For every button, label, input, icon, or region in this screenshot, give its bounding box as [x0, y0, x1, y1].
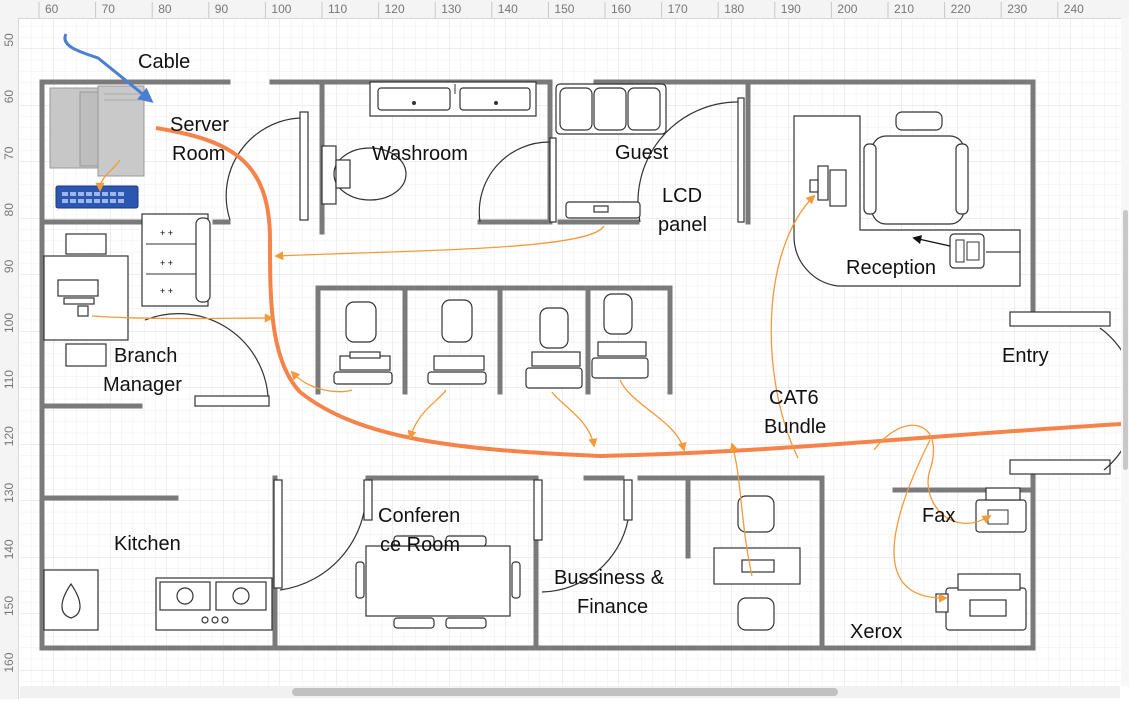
svg-text:+ +: + + — [160, 286, 173, 296]
fax-label: Fax — [922, 505, 955, 527]
guest-sofa-icon — [555, 83, 667, 135]
ruler-top-tick-label: 130 — [441, 2, 461, 16]
ruler-left-tick-label: 120 — [2, 426, 16, 446]
ruler-top — [0, 0, 1129, 19]
manager-desk-icon — [43, 233, 129, 367]
stove-icon — [155, 577, 273, 631]
kitchen-label: Kitchen — [114, 533, 181, 555]
ruler-left-tick-label: 80 — [2, 203, 16, 217]
lcd-panel-label: LCD — [662, 185, 702, 207]
lcd-panel-icon[interactable] — [565, 201, 641, 219]
ruler-left-tick-label: 150 — [2, 596, 16, 616]
washroom-label: Washroom — [372, 143, 468, 165]
toilet-icon — [321, 145, 407, 205]
conference-room-label: Conferen — [378, 505, 460, 527]
network-switch-icon[interactable] — [55, 185, 139, 209]
workstation-icon[interactable] — [591, 293, 649, 379]
workstation-icon[interactable] — [333, 301, 393, 385]
reception-label: Reception — [846, 257, 936, 279]
entry-label: Entry — [1002, 345, 1049, 367]
room-labels: Cable Server Room Washroom Guest LCD pan… — [103, 51, 1049, 643]
ruler-top-tick-label: 140 — [498, 2, 518, 16]
ruler-top-tick-label: 150 — [554, 2, 574, 16]
ruler-top-tick-label: 180 — [724, 2, 744, 16]
ruler-top-tick-label: 80 — [158, 2, 172, 16]
incoming-cable-line[interactable] — [63, 33, 154, 103]
lcd-panel-label-2: panel — [658, 214, 707, 236]
fax-machine-icon[interactable] — [975, 487, 1027, 533]
ruler-left-tick-label: 50 — [2, 33, 16, 47]
vertical-scrollbar-thumb[interactable] — [1123, 210, 1128, 470]
refrigerator-icon — [43, 569, 99, 631]
ruler-top-tick-label: 220 — [951, 2, 971, 16]
ruler-top-tick-label: 170 — [668, 2, 688, 16]
workstation-icon[interactable] — [525, 307, 583, 389]
ruler-top-tick-label: 120 — [385, 2, 405, 16]
finance-desk-icon — [713, 495, 801, 631]
server-room-label-2: Room — [172, 143, 225, 165]
conference-table-icon — [355, 535, 521, 629]
horizontal-scrollbar-thumb[interactable] — [292, 688, 838, 696]
ruler-left-tick-label: 160 — [2, 652, 16, 672]
phone-icon[interactable] — [949, 233, 985, 269]
ruler-top-tick-label: 160 — [611, 2, 631, 16]
guest-label: Guest — [615, 142, 669, 164]
ruler-top-tick-label: 210 — [894, 2, 914, 16]
ruler-top-tick-label: 240 — [1064, 2, 1084, 16]
ruler-top-tick-label: 110 — [328, 2, 347, 16]
cat6-label: CAT6 — [769, 387, 819, 409]
sofa-icon: + + + + + + — [141, 213, 211, 307]
workstation-icon[interactable] — [427, 299, 487, 385]
cat6-drop-lines — [91, 194, 992, 603]
ruler-top-tick-label: 90 — [215, 2, 229, 16]
ruler-left-tick-label: 100 — [2, 313, 16, 333]
cable-label: Cable — [138, 51, 190, 73]
ruler-left-tick-label: 60 — [2, 90, 16, 104]
server-room-label: Server — [170, 114, 229, 136]
branch-manager-label: Branch — [114, 345, 177, 367]
doors — [144, 97, 1129, 593]
branch-manager-label-2: Manager — [103, 374, 182, 396]
svg-text:+ +: + + — [160, 258, 173, 268]
ruler-top-tick-label: 70 — [102, 2, 116, 16]
ruler-left-tick-label: 140 — [2, 539, 16, 559]
ruler-top-tick-label: 190 — [781, 2, 801, 16]
ruler-left-tick-label: 70 — [2, 146, 16, 160]
xerox-label: Xerox — [850, 621, 902, 643]
ruler-left-tick-label: 130 — [2, 482, 16, 502]
ruler-top-tick-label: 230 — [1007, 2, 1027, 16]
server-rack-icon[interactable] — [49, 85, 145, 177]
ruler-top-tick-label: 100 — [271, 2, 291, 16]
ruler-top-tick-label: 60 — [45, 2, 59, 16]
business-finance-label-2: Finance — [577, 596, 648, 618]
cat6-bundle-line[interactable] — [155, 126, 1123, 459]
ruler-left-tick-label: 90 — [2, 259, 16, 273]
svg-text:+ +: + + — [160, 228, 173, 238]
floor-plan-walls — [39, 79, 1036, 651]
ruler-left-tick-label: 110 — [2, 370, 16, 389]
ruler-left — [0, 18, 19, 699]
reception-chair-icon — [863, 111, 969, 225]
business-finance-label: Bussiness & — [554, 567, 665, 589]
conference-room-label-2: ce Room — [380, 534, 460, 556]
cat6-label-2: Bundle — [764, 416, 826, 438]
reception-computer-icon[interactable] — [809, 165, 847, 207]
ruler-top-tick-label: 200 — [837, 2, 857, 16]
sink-counter-icon — [369, 81, 537, 117]
